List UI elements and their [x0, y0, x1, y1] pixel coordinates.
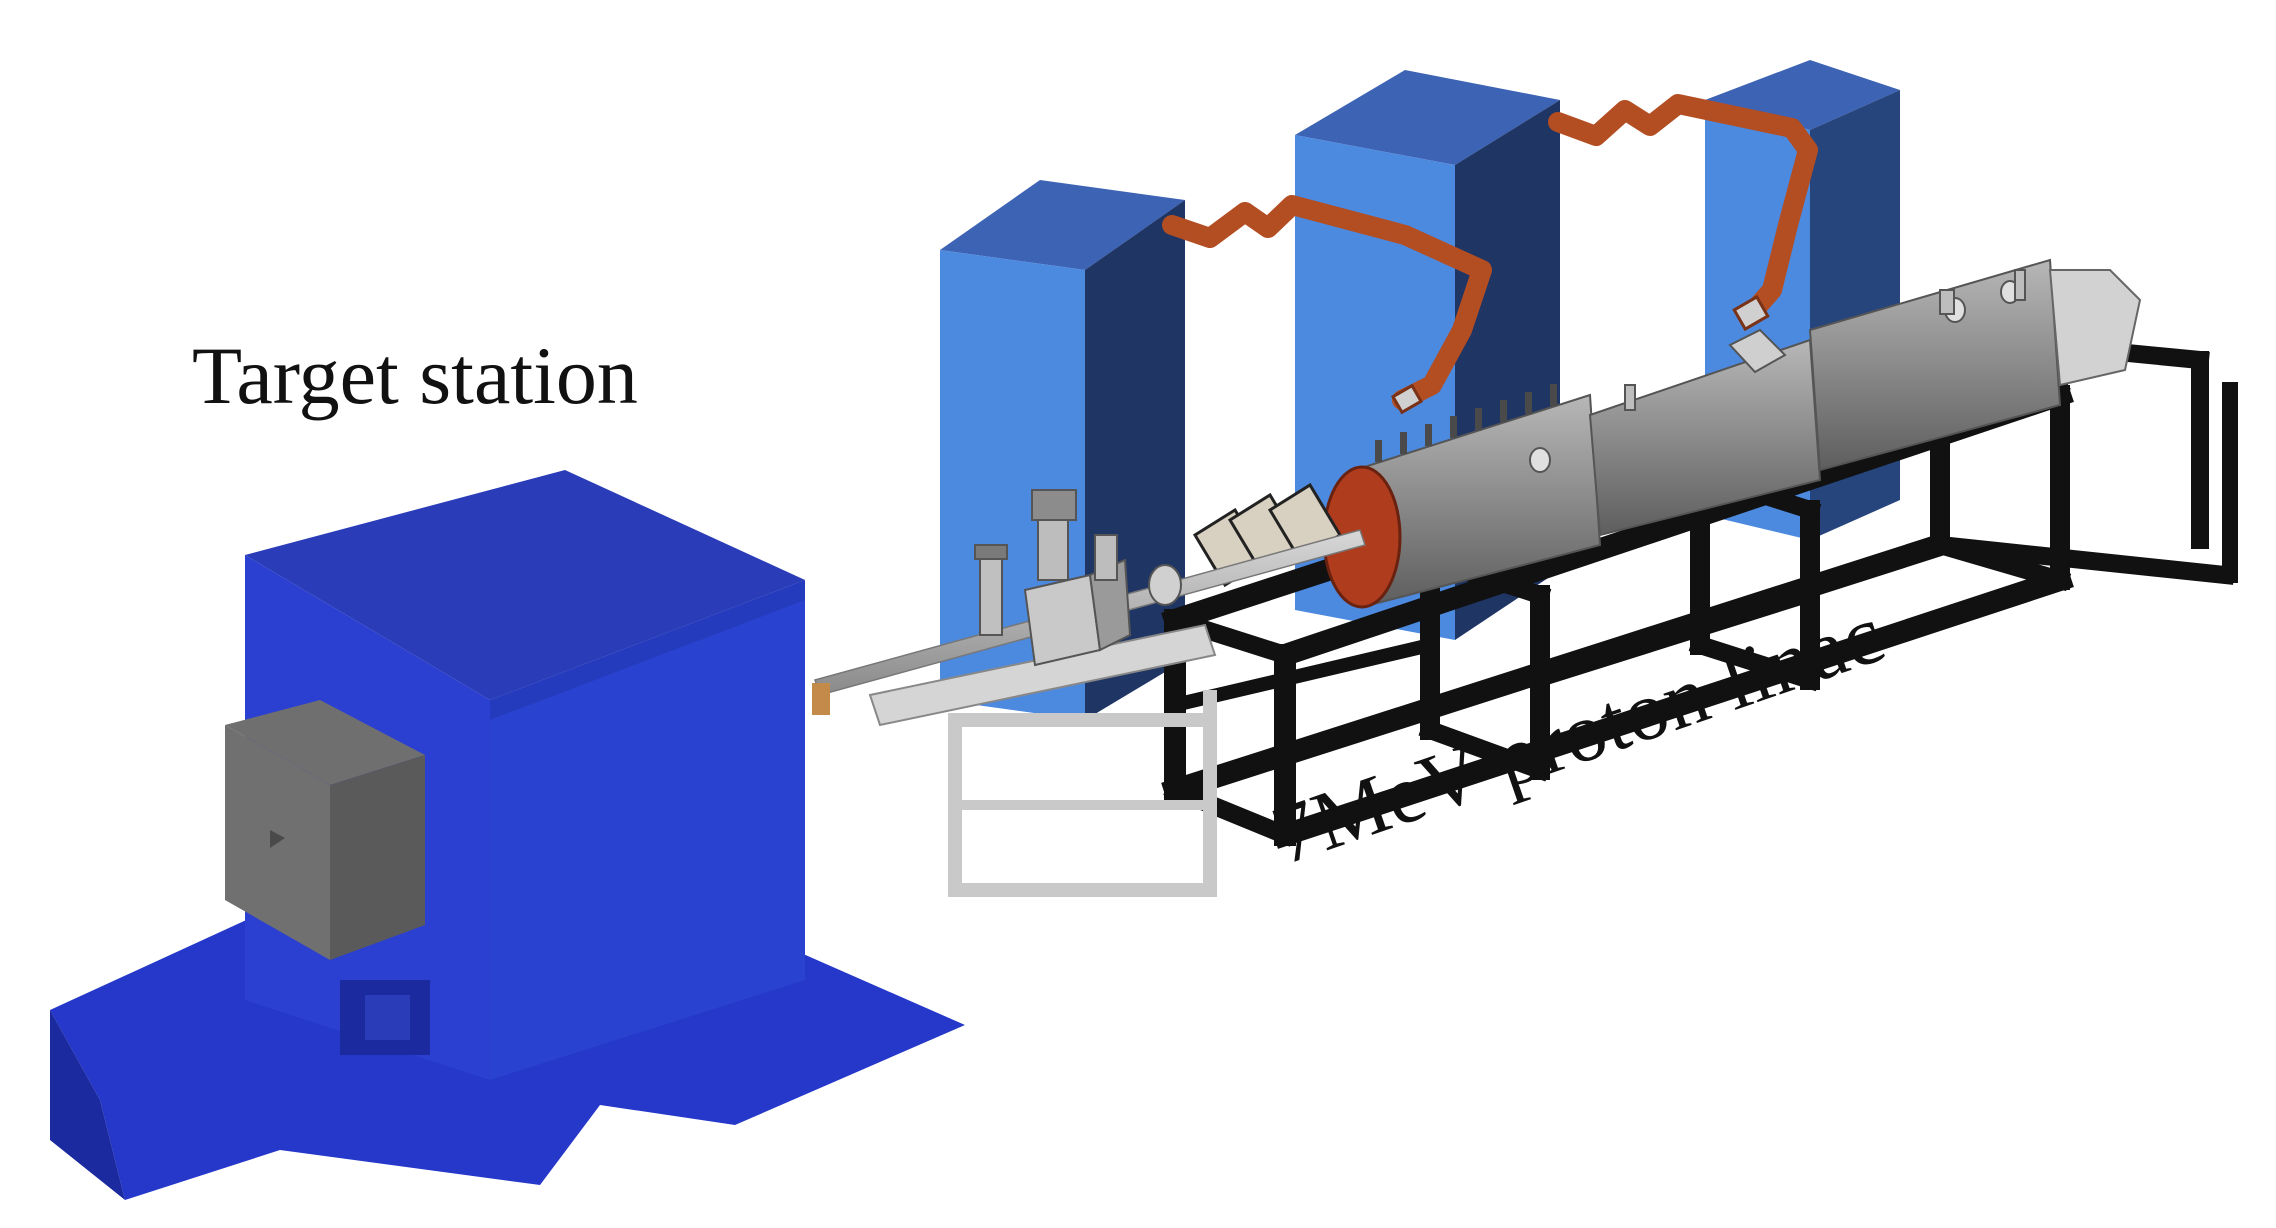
beamline-stand [948, 690, 1217, 897]
waveguide-joints [1390, 294, 1770, 415]
rf-waveguide-2 [1548, 94, 1818, 325]
target-station-label: Target station [192, 330, 638, 421]
linac-cavity [1322, 258, 2142, 609]
rf-waveguide-1 [1162, 195, 1492, 410]
target-port [812, 683, 830, 715]
target-station [50, 470, 965, 1200]
diagnostic-chamber [974, 489, 1182, 667]
